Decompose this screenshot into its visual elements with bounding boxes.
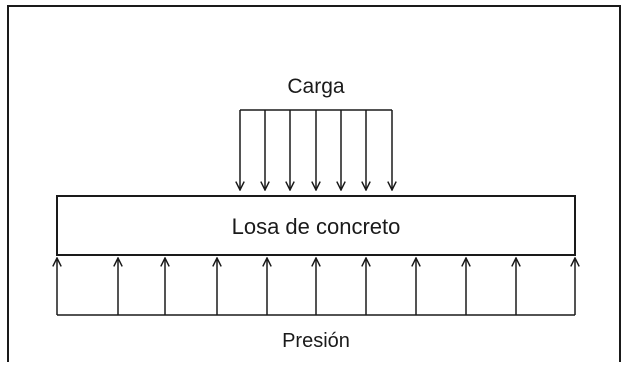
figure-frame <box>7 5 621 362</box>
load-arrows <box>240 109 392 190</box>
slab-label: Losa de concreto <box>232 214 401 239</box>
pressure-label: Presión <box>282 330 350 352</box>
concrete-slab <box>56 195 576 256</box>
pressure-arrows <box>57 258 575 316</box>
load-label: Carga <box>287 75 345 98</box>
